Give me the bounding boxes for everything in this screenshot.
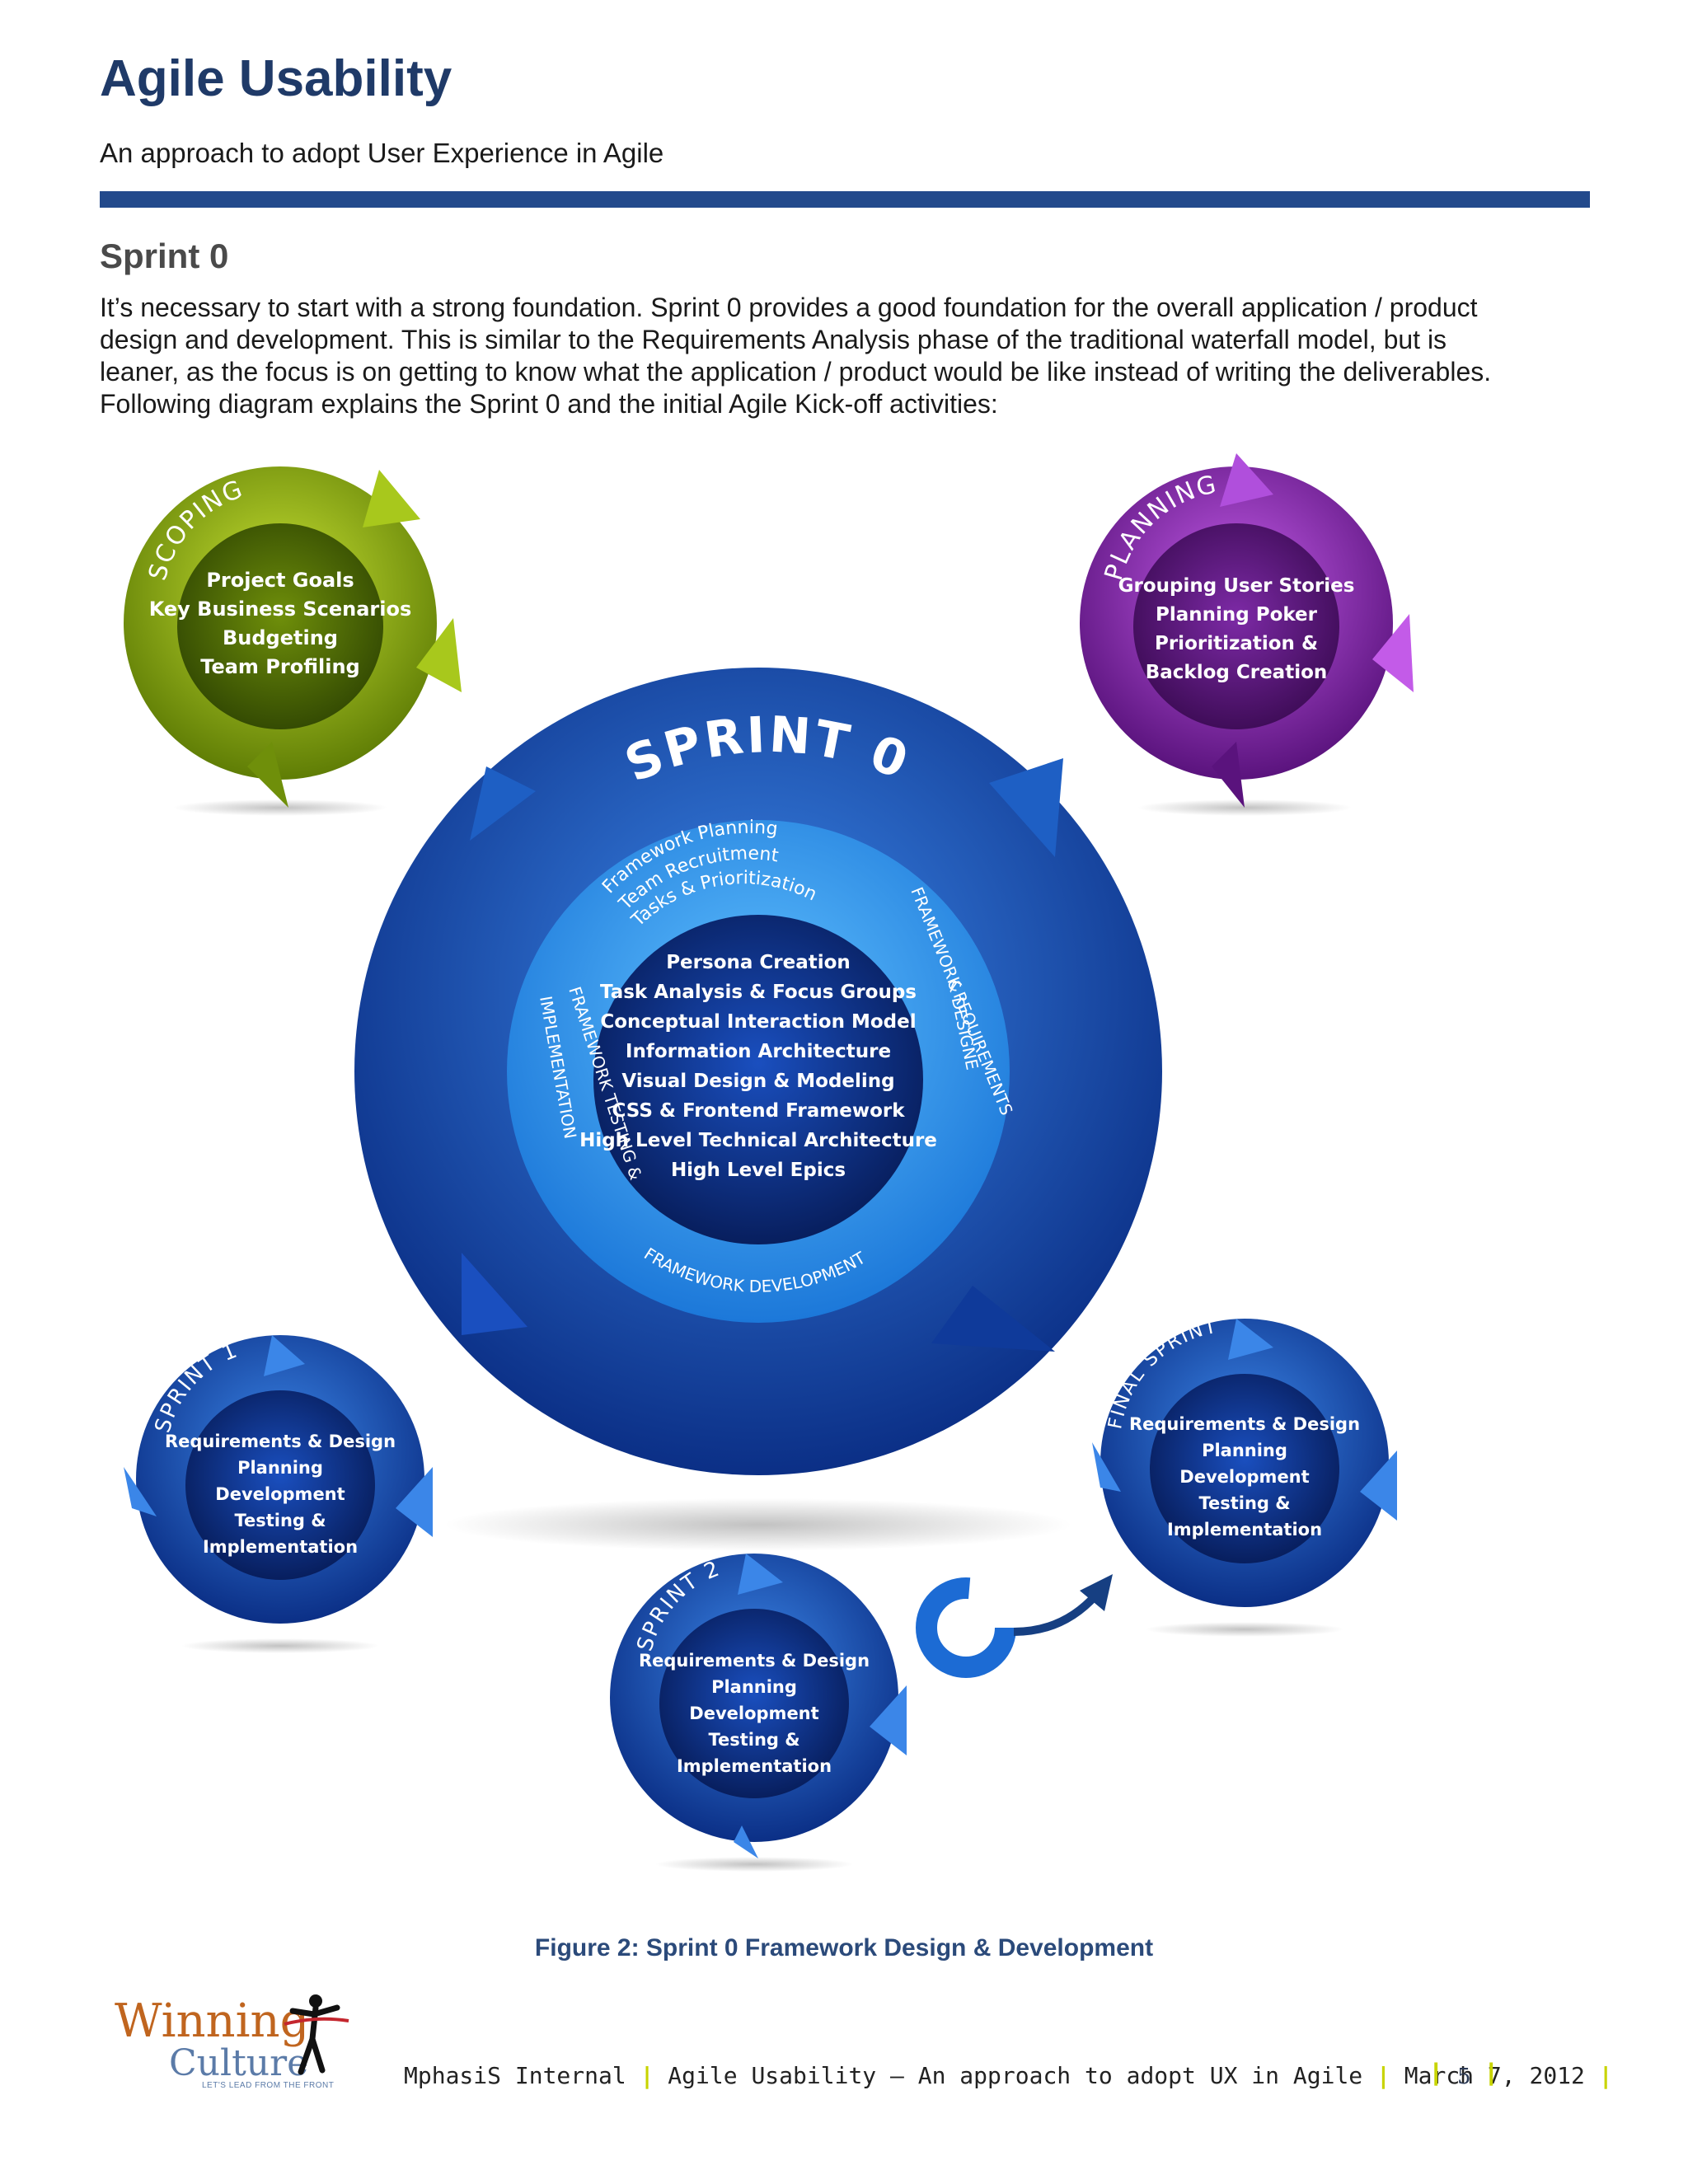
- sprint2-item: Testing &: [708, 1730, 799, 1750]
- scoping-arrow-head: [247, 742, 288, 808]
- sprint2-arrow-head: [738, 1554, 783, 1595]
- sprint1-arrow-head: [124, 1467, 157, 1516]
- sprint1-item: Development: [215, 1484, 345, 1504]
- planning-core: [1133, 523, 1339, 729]
- planning-item: Backlog Creation: [1146, 662, 1328, 683]
- planning-item: Planning Poker: [1156, 604, 1318, 626]
- paragraph-line: Following diagram explains the Sprint 0 …: [100, 389, 998, 419]
- scoping-cycle: SCOPING Project Goals Key Business Scena…: [124, 466, 462, 808]
- final-sprint-core: [1150, 1374, 1339, 1563]
- page-title: Agile Usability: [100, 50, 452, 107]
- final-sprint-item: Requirements & Design: [1129, 1414, 1360, 1434]
- sprint0-core-item: High Level Epics: [671, 1160, 846, 1181]
- scoping-arrow-head: [363, 470, 420, 527]
- scoping-item: Key Business Scenarios: [149, 598, 412, 621]
- final-sprint-arrow-head: [1228, 1319, 1273, 1360]
- planning-item: Grouping User Stories: [1118, 575, 1355, 597]
- sprint2-arrow-head: [734, 1825, 758, 1858]
- paragraph-line: It’s necessary to start with a strong fo…: [100, 293, 1478, 322]
- final-sprint-item: Implementation: [1167, 1520, 1322, 1540]
- footer-doc: Agile Usability – An approach to adopt U…: [668, 2062, 1363, 2089]
- section-heading: Sprint 0: [100, 237, 229, 275]
- page-number: 5: [1457, 2064, 1471, 2089]
- sprint1-shadow: [181, 1638, 379, 1653]
- sprint0-core-item: Visual Design & Modeling: [621, 1071, 894, 1092]
- sprint0-cycle: SPRINT 0 Framework Planning Team Recruit…: [354, 668, 1162, 1475]
- sprint1-arrow-head: [264, 1335, 305, 1376]
- sprint2-shadow: [655, 1857, 853, 1872]
- sprint0-core-item: Persona Creation: [666, 952, 851, 973]
- sprint0-core: [593, 915, 923, 1244]
- sprint2-item: Implementation: [677, 1756, 832, 1776]
- planning-arrow-head: [1220, 453, 1273, 507]
- scoping-item: Team Profiling: [200, 655, 359, 678]
- scoping-item: Budgeting: [223, 626, 338, 649]
- page-subtitle: An approach to adopt User Experience in …: [100, 138, 664, 168]
- footer-org: MphasiS Internal: [404, 2062, 626, 2089]
- page-separator-right: |: [1488, 2059, 1495, 2086]
- sprint1-item: Implementation: [203, 1537, 358, 1557]
- scoping-shadow: [173, 799, 387, 816]
- sprint0-core-item: High Level Technical Architecture: [579, 1130, 937, 1151]
- final-sprint-cycle: FINAL SPRINT Requirements & Design Plann…: [1092, 1316, 1397, 1607]
- sprint0-core-item: Task Analysis & Focus Groups: [600, 982, 917, 1003]
- sprint2-core: [659, 1609, 849, 1798]
- logo-tagline: LET'S LEAD FROM THE FRONT: [202, 2081, 335, 2090]
- logo-line2: Culture: [169, 2042, 309, 2084]
- final-sprint-arrow-head: [1092, 1442, 1121, 1492]
- sprint0-arrow-head: [462, 1253, 528, 1335]
- sprint0-arrow-head: [470, 766, 536, 841]
- logo-line1: Winning: [115, 1994, 310, 2048]
- final-sprint-arrow-head: [1360, 1451, 1397, 1521]
- footer-separator: |: [1598, 2062, 1613, 2089]
- sprint1-item: Testing &: [234, 1511, 326, 1530]
- final-sprint-item: Testing &: [1198, 1493, 1290, 1513]
- footer-separator: |: [1376, 2062, 1390, 2089]
- winning-culture-logo: Winning Culture LET'S LEAD FROM THE FRON…: [111, 1994, 383, 2093]
- sprint2-arrow-head: [870, 1685, 907, 1755]
- scoping-arrow-head: [416, 618, 462, 692]
- sprint2-item: Requirements & Design: [639, 1651, 870, 1671]
- planning-item: Prioritization &: [1155, 633, 1318, 654]
- section-paragraph: It’s necessary to start with a strong fo…: [100, 292, 1600, 420]
- scoping-item: Project Goals: [206, 569, 354, 592]
- footer-date: March 7, 2012: [1404, 2062, 1585, 2089]
- final-sprint-item: Planning: [1202, 1441, 1287, 1460]
- sprint0-shadow: [445, 1498, 1071, 1551]
- paragraph-line: leaner, as the focus is on getting to kn…: [100, 357, 1492, 387]
- final-sprint-shadow: [1146, 1622, 1343, 1637]
- page-separator-left: |: [1432, 2059, 1440, 2086]
- sprint1-arrow-head: [396, 1467, 433, 1537]
- paragraph-line: design and development. This is similar …: [100, 325, 1447, 354]
- sprint1-item: Planning: [237, 1458, 323, 1478]
- sprint0-core-item: CSS & Frontend Framework: [612, 1100, 905, 1122]
- final-sprint-item: Development: [1179, 1467, 1309, 1487]
- sprint1-cycle: SPRINT 1 Requirements & Design Planning …: [124, 1335, 433, 1624]
- scoping-core: [177, 523, 383, 729]
- sprint1-core: [185, 1390, 375, 1580]
- next-arrow-head: [1080, 1574, 1113, 1611]
- footer-separator: |: [640, 2062, 654, 2089]
- sprint0-arrow-head: [931, 1286, 1055, 1352]
- runner-icon: [284, 1994, 349, 2075]
- sprint2-item: Development: [689, 1704, 818, 1723]
- sprint0-arrow-head: [989, 758, 1063, 857]
- sprint0-core-item: Conceptual Interaction Model: [600, 1011, 916, 1033]
- footer-text: MphasiS Internal | Agile Usability – An …: [404, 2062, 1613, 2089]
- sprint0-core-item: Information Architecture: [626, 1041, 891, 1062]
- transition-arrow: [916, 1574, 1113, 1678]
- next-arrow-icon: [1013, 1591, 1100, 1636]
- header-divider: [100, 191, 1590, 208]
- figure-caption: Figure 2: Sprint 0 Framework Design & De…: [534, 1934, 1154, 1961]
- planning-cycle: PLANNING Grouping User Stories Planning …: [1080, 453, 1414, 808]
- loop-arrow-icon: [916, 1577, 1016, 1678]
- sprint2-cycle: SPRINT 2 Requirements & Design Planning …: [610, 1554, 907, 1858]
- sprint2-item: Planning: [711, 1677, 797, 1697]
- planning-arrow-head: [1212, 742, 1245, 808]
- planning-arrow-head: [1372, 614, 1414, 692]
- sprint-diagram: SCOPING Project Goals Key Business Scena…: [124, 453, 1414, 1872]
- sprint1-item: Requirements & Design: [165, 1432, 396, 1451]
